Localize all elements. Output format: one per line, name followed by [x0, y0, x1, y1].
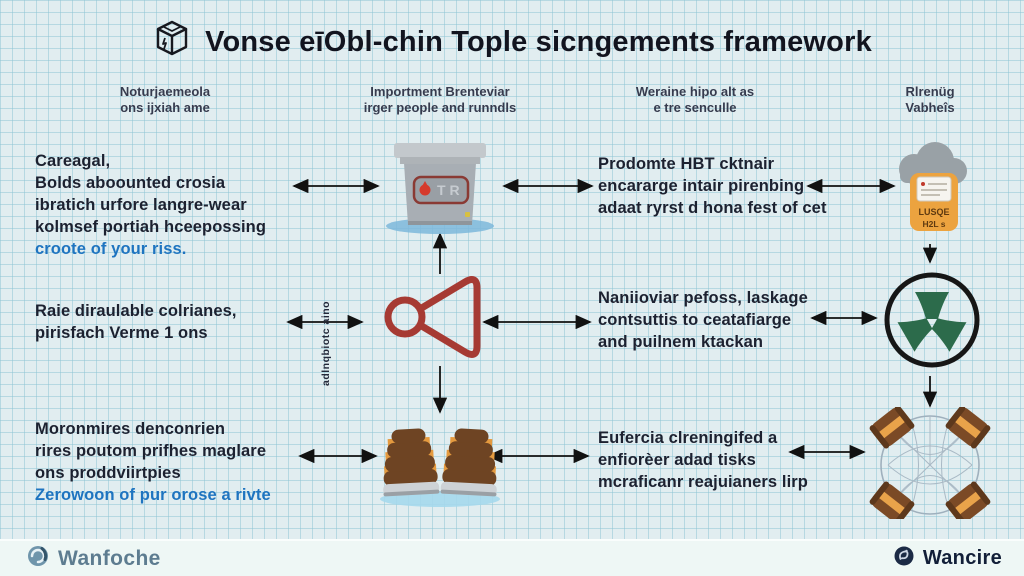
right-text-block-3: Eufercia clreningifed a enfiorèer adad t… [598, 429, 808, 491]
brand-left-label: Wanfoche [58, 546, 161, 570]
brand-left: Wanfoche [26, 544, 161, 573]
machine-icon: TR [380, 137, 500, 242]
page-title-row: Vonse eīObl-chin Tople sicngements frame… [0, 16, 1024, 68]
wancire-logo-icon [893, 545, 915, 572]
vertical-axis-label: adlnqbiotc aino [320, 300, 332, 386]
column-header-2: Importment Brenteviar irger people and r… [363, 84, 517, 115]
column-header-4: Rlrenüg Vabheîs [905, 84, 955, 115]
lock-label-line2: H2L s [923, 219, 946, 229]
footer-bar: Wanfoche Wancire [0, 539, 1024, 576]
right-text-block-1: Prodomte HBT cktnair encararge intair pi… [598, 155, 827, 217]
column-header-3: Weraine hipo alt as e tre senculle [635, 84, 755, 115]
brand-right-label: Wancire [922, 547, 1002, 569]
cloud-lock-icon: LUSQE H2L s [888, 139, 978, 254]
brand-right: Wancire [893, 545, 1002, 572]
left-text-block-1: Careagal, Bolds aboounted crosia ibratic… [35, 150, 300, 260]
highlight-line: Zerowoon of pur orose a rivte [35, 486, 271, 504]
left-text-block-3: Moronmires denconrien rires poutom prifh… [35, 418, 310, 506]
beehives-icon [376, 417, 504, 514]
page-title: Vonse eīObl-chin Tople sicngements frame… [205, 25, 872, 58]
highlight-line: croote of your riss. [35, 240, 187, 258]
machine-panel-text: TR [437, 182, 464, 198]
lock-label-line1: LUSQE [918, 207, 949, 217]
funnel-icon [378, 268, 490, 371]
wanfoche-logo-icon [26, 544, 50, 573]
cube-icon [152, 19, 192, 66]
right-text-block-2: Naniioviar pefoss, laskage contsuttis to… [598, 289, 808, 351]
barrel-network-icon [866, 405, 994, 525]
column-header-1: Noturjaemeola ons ijxiah ame [119, 84, 211, 115]
tri-spoke-icon [878, 266, 986, 379]
left-text-block-2: Raie diraulable colrianes, pirisfach Ver… [35, 302, 237, 342]
